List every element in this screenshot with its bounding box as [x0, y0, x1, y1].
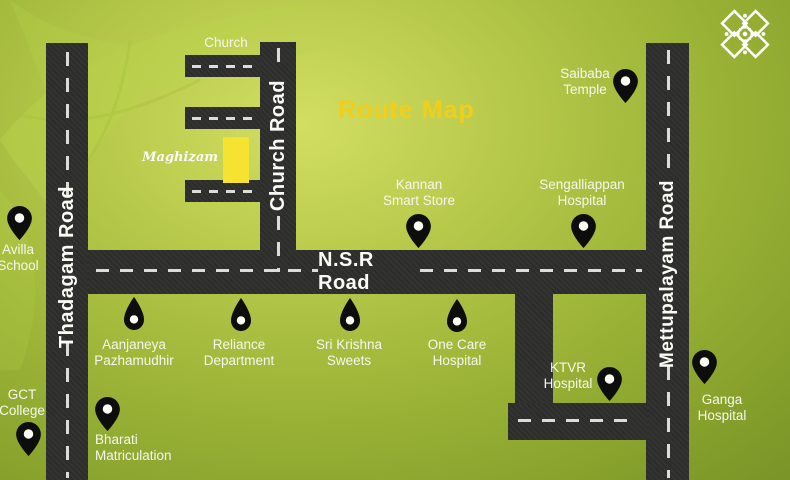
ganga-hospital-pin — [691, 350, 717, 389]
sengalliappan-hospital-pin — [570, 214, 596, 253]
saibaba-temple-pin — [612, 69, 638, 108]
connector-road — [515, 294, 553, 404]
nsr-road-label: N.S.R Road — [318, 249, 374, 294]
reliance-department-pin — [231, 298, 251, 336]
gct-college-pin — [15, 422, 41, 461]
maghizam-label: Maghizam — [142, 150, 218, 165]
nsr-dash-left — [96, 269, 318, 272]
stub3-dash — [192, 190, 254, 193]
thadagam-dash-top — [66, 52, 69, 196]
nsr-road-label-box: N.S.R Road — [318, 249, 422, 294]
kannan-smart-store-pin — [405, 214, 431, 253]
mettupalayam-road-label: Mettupalayam Road — [656, 180, 678, 368]
mettupalayam-dash-bottom — [667, 366, 670, 478]
ktvr-hospital-pin — [596, 367, 622, 406]
church-road — [260, 42, 296, 250]
church-dash-bottom — [277, 216, 280, 272]
nsr-dash-right — [420, 269, 642, 272]
sri-krishna-sweets-pin — [340, 298, 360, 336]
stub1-dash — [192, 65, 254, 68]
avilla-school-pin — [6, 206, 32, 245]
aanjaneya-pazhamudhir-pin — [124, 297, 144, 335]
church-road-label-box: Church Road — [260, 68, 296, 223]
page-title: Route Map — [338, 96, 475, 124]
mettupalayam-dash-top — [667, 50, 670, 180]
one-care-hospital-pin — [447, 299, 467, 337]
church-road-label: Church Road — [266, 79, 289, 212]
mettupalayam-road-label-box: Mettupalayam Road — [646, 178, 689, 370]
kolam-logo — [720, 9, 770, 59]
nsr-road — [88, 250, 689, 294]
church-area-label: Church — [204, 35, 248, 50]
thadagam-dash-bottom — [66, 342, 69, 478]
maghizam-building — [223, 137, 249, 183]
bharati-matriculation-pin — [94, 397, 120, 436]
church-dash-top — [277, 48, 280, 72]
ktvr-road-dash — [518, 419, 638, 422]
stub2-dash — [192, 117, 254, 120]
